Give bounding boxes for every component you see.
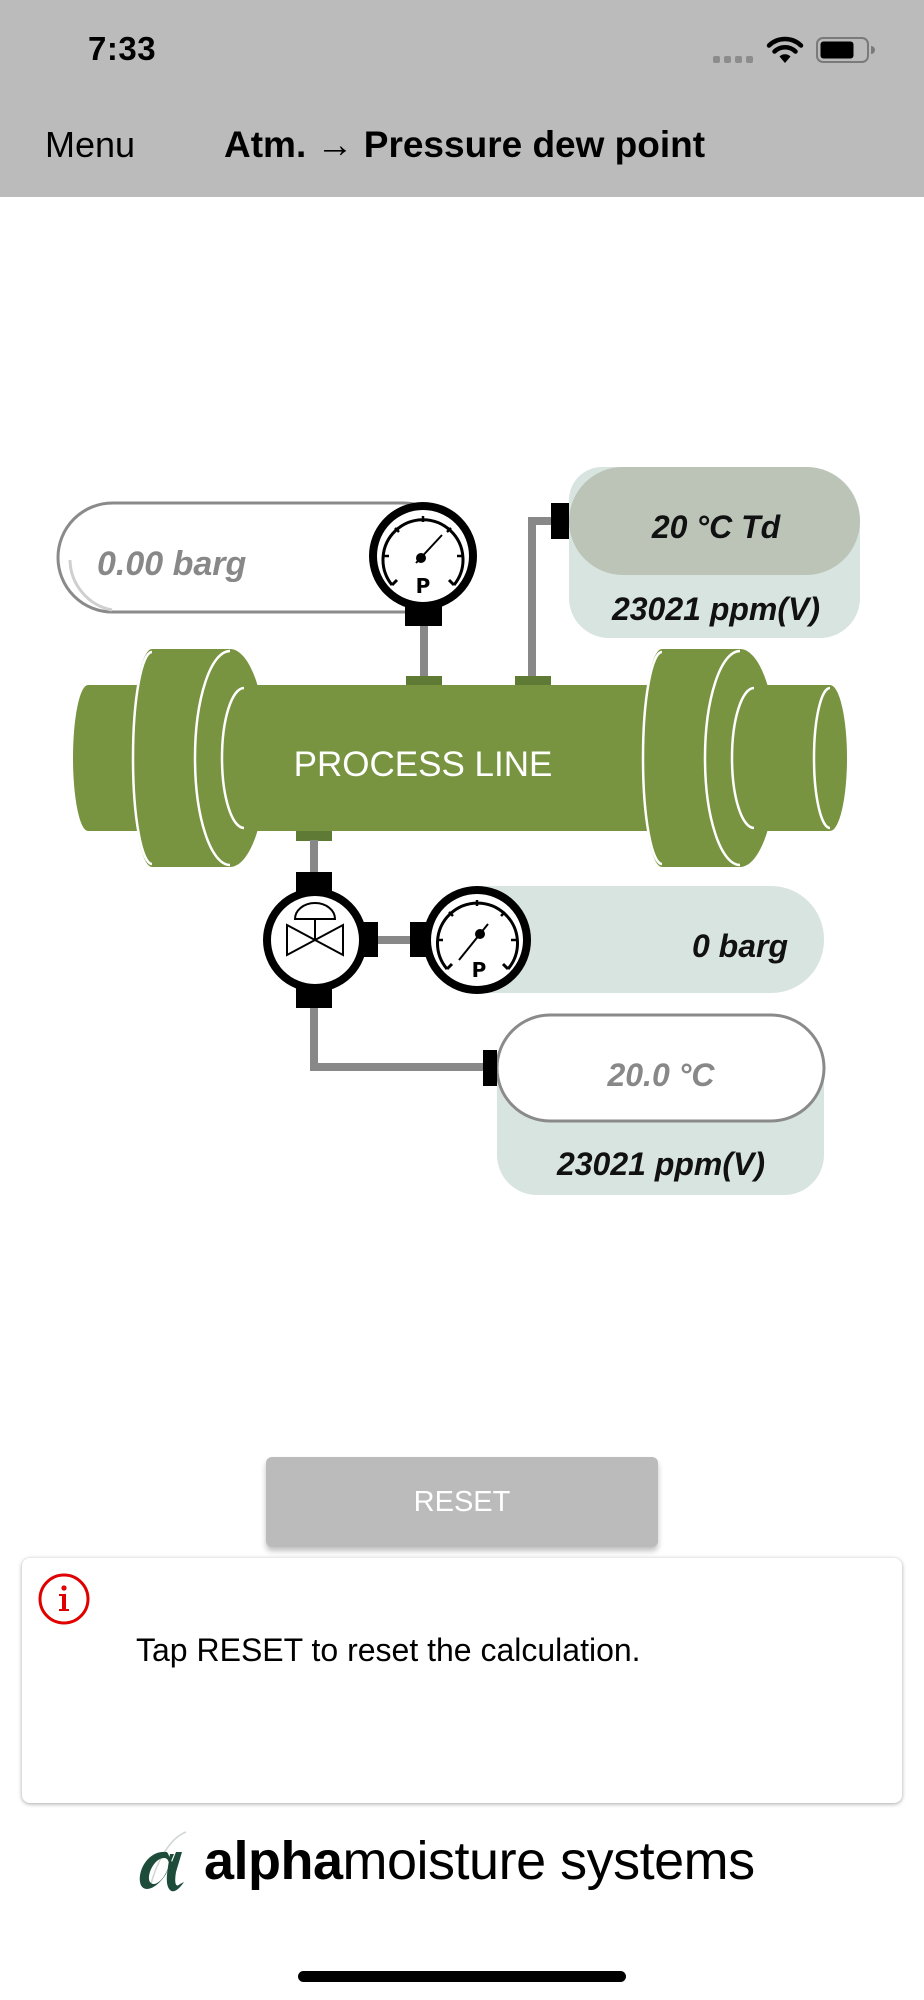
line-pressure-gauge-icon: P	[369, 502, 477, 626]
gauge-label: P	[472, 958, 487, 982]
temperature-connector	[483, 1050, 497, 1086]
line-pressure-field[interactable]: 0.00 barg	[56, 501, 460, 614]
company-logo: alphamoisture systems	[130, 1828, 810, 1898]
gauge-connector	[376, 936, 412, 944]
info-card: Tap RESET to reset the calculation.	[22, 1558, 902, 1803]
dew-sensor-line	[528, 517, 553, 680]
sample-pressure-readout: 0 barg	[477, 886, 824, 993]
logo-text-light: moisture systems	[342, 1831, 756, 1891]
process-diagram: 0.00 barg 20 °C Td 23021 ppm(V) P	[56, 467, 860, 1195]
line-pressure-value[interactable]: 0.00 barg	[97, 545, 247, 583]
home-indicator[interactable]	[298, 1971, 626, 1982]
gauge-stem	[420, 620, 428, 680]
status-time: 7:33	[88, 30, 157, 67]
sample-pressure-value: 0 barg	[692, 928, 788, 964]
reset-button[interactable]: RESET	[266, 1457, 658, 1547]
signal-icon	[713, 56, 753, 63]
dew-point-ppm: 23021 ppm(V)	[611, 591, 820, 627]
sample-ppm: 23021 ppm(V)	[556, 1146, 765, 1182]
top-bar: 7:33 Menu Atm. → Pressure dew point	[0, 0, 924, 197]
info-icon	[38, 1573, 90, 1625]
battery-icon	[816, 37, 875, 63]
logo-text-bold: alpha	[204, 1831, 343, 1891]
sample-pressure-gauge-icon: P	[410, 886, 531, 994]
dew-sensor-connector	[551, 503, 569, 539]
page-title: Atm. → Pressure dew point	[224, 124, 706, 165]
process-line-pipe: PROCESS LINE	[73, 649, 847, 867]
process-line-label: PROCESS LINE	[294, 745, 553, 784]
gauge-label: P	[416, 574, 431, 598]
logo-text: alphamoisture systems	[204, 1830, 755, 1892]
sample-temperature-field[interactable]: 20.0 °C	[495, 1013, 826, 1123]
menu-button[interactable]: Menu	[45, 124, 136, 165]
wifi-icon	[766, 36, 804, 63]
sample-line	[310, 1005, 486, 1071]
sample-temperature-value[interactable]: 20.0 °C	[606, 1057, 715, 1093]
valve-stem	[310, 840, 318, 875]
alpha-logo-icon	[139, 1831, 187, 1892]
info-message: Tap RESET to reset the calculation.	[136, 1632, 641, 1668]
valve-icon[interactable]	[263, 872, 378, 1008]
dew-point-value: 20 °C Td	[651, 509, 782, 545]
dew-point-readout: 20 °C Td 23021 ppm(V)	[569, 467, 860, 638]
